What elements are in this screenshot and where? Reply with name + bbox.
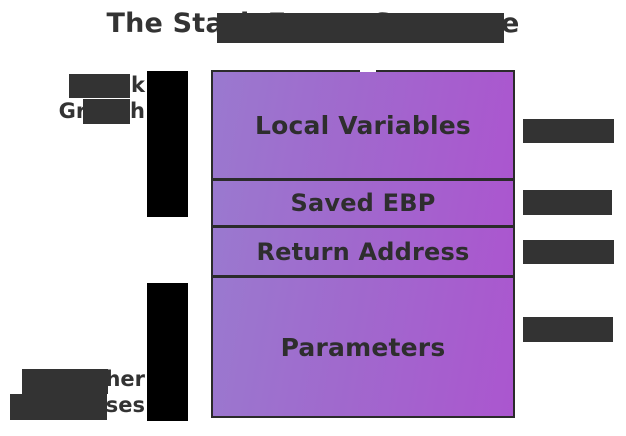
stack-segment-local-variables: Local Variables	[213, 72, 513, 178]
stack-segment-parameters: Parameters	[213, 275, 513, 416]
right-annotation-4	[523, 317, 613, 342]
title-redaction-overlay	[217, 13, 504, 43]
right-annotation-1	[523, 119, 614, 143]
higher-addresses-redaction-2	[10, 394, 107, 420]
right-annotation-2-text	[523, 190, 524, 191]
stack-segment-saved-ebp: Saved EBP	[213, 178, 513, 225]
stack-growth-redaction-2	[83, 99, 130, 124]
stack-segment-label: Local Variables	[255, 110, 471, 140]
right-annotation-3	[523, 240, 614, 264]
stack-segment-label: Return Address	[256, 237, 470, 266]
stack-frame-top-notch	[360, 68, 376, 72]
stack-segment-return-address: Return Address	[213, 225, 513, 275]
stack-growth-arrow-icon	[147, 71, 188, 217]
stack-frame-diagram: Local Variables Saved EBP Return Address…	[211, 70, 515, 418]
higher-addresses-redaction-1	[22, 369, 108, 394]
stack-growth-redaction-1	[69, 74, 130, 98]
right-annotation-2	[523, 190, 612, 215]
stack-segment-label: Parameters	[280, 332, 446, 362]
right-annotation-1-text	[523, 119, 524, 120]
higher-addresses-arrow-icon	[147, 283, 188, 421]
stack-segment-label: Saved EBP	[290, 189, 436, 217]
right-annotation-4-text	[523, 317, 524, 318]
right-annotation-3-text	[523, 240, 524, 241]
